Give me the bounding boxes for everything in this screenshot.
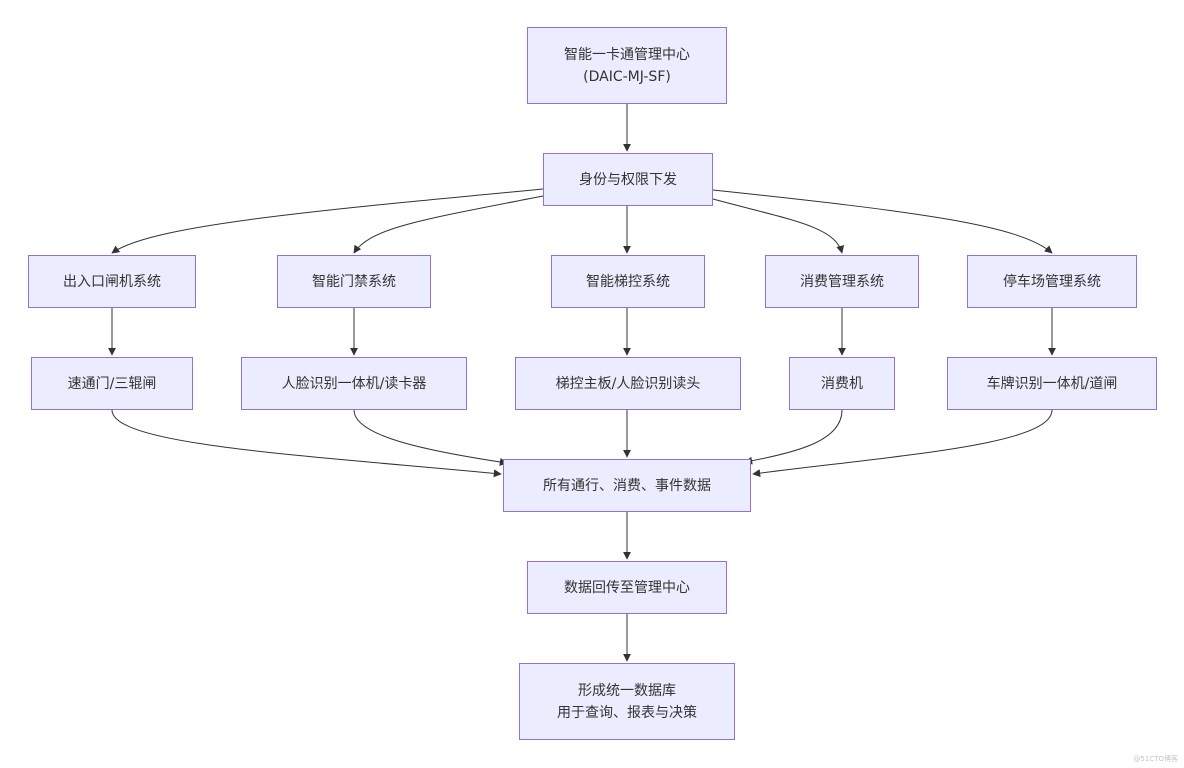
parking-device-node: 车牌识别一体机/道闸 xyxy=(947,357,1157,410)
management-center-title: 智能一卡通管理中心 xyxy=(564,46,690,63)
parking-device-label: 车牌识别一体机/道闸 xyxy=(986,375,1118,392)
gate-device-node: 速通门/三辊闸 xyxy=(31,357,193,410)
identity-permission-label: 身份与权限下发 xyxy=(579,171,677,188)
elevator-system-label: 智能梯控系统 xyxy=(586,273,670,290)
edge-door-device-to-data xyxy=(353,409,508,466)
edge-identity-to-door-system xyxy=(353,195,544,254)
data-upload-label: 数据回传至管理中心 xyxy=(564,579,690,596)
unified-database-title: 形成统一数据库 xyxy=(578,682,676,699)
elevator-system-node: 智能梯控系统 xyxy=(551,255,705,308)
edge-gate-device-to-data xyxy=(111,409,502,478)
consume-device-label: 消费机 xyxy=(821,375,863,392)
unified-database-purpose: 用于查询、报表与决策 xyxy=(557,704,697,721)
management-center-node: 智能一卡通管理中心 (DAIC-MJ-SF) xyxy=(527,27,727,104)
parking-system-label: 停车场管理系统 xyxy=(1003,273,1101,290)
edge-identity-to-consume-system xyxy=(712,198,845,254)
door-system-label: 智能门禁系统 xyxy=(312,273,396,290)
all-data-label: 所有通行、消费、事件数据 xyxy=(543,477,711,494)
consume-device-node: 消费机 xyxy=(789,357,895,410)
elevator-device-label: 梯控主板/人脸识别读头 xyxy=(555,375,701,392)
data-upload-node: 数据回传至管理中心 xyxy=(527,561,727,614)
identity-permission-node: 身份与权限下发 xyxy=(543,153,713,206)
edge-identity-to-gate-system xyxy=(111,188,544,254)
door-system-node: 智能门禁系统 xyxy=(277,255,431,308)
edge-consume-device-to-data xyxy=(744,409,843,465)
consume-system-node: 消费管理系统 xyxy=(765,255,919,308)
gate-system-label: 出入口闸机系统 xyxy=(63,273,161,290)
elevator-device-node: 梯控主板/人脸识别读头 xyxy=(515,357,741,410)
watermark-text: @51CTO博客 xyxy=(1133,755,1178,763)
gate-device-label: 速通门/三辊闸 xyxy=(67,375,157,392)
all-data-node: 所有通行、消费、事件数据 xyxy=(503,459,751,512)
unified-database-node: 形成统一数据库 用于查询、报表与决策 xyxy=(519,663,735,740)
gate-system-node: 出入口闸机系统 xyxy=(28,255,196,308)
management-center-code: (DAIC-MJ-SF) xyxy=(583,68,671,85)
consume-system-label: 消费管理系统 xyxy=(800,273,884,290)
door-device-label: 人脸识别一体机/读卡器 xyxy=(281,375,427,392)
door-device-node: 人脸识别一体机/读卡器 xyxy=(241,357,467,410)
edge-identity-to-parking-system xyxy=(712,189,1053,254)
parking-system-node: 停车场管理系统 xyxy=(967,255,1137,308)
edge-parking-device-to-data xyxy=(752,409,1053,478)
